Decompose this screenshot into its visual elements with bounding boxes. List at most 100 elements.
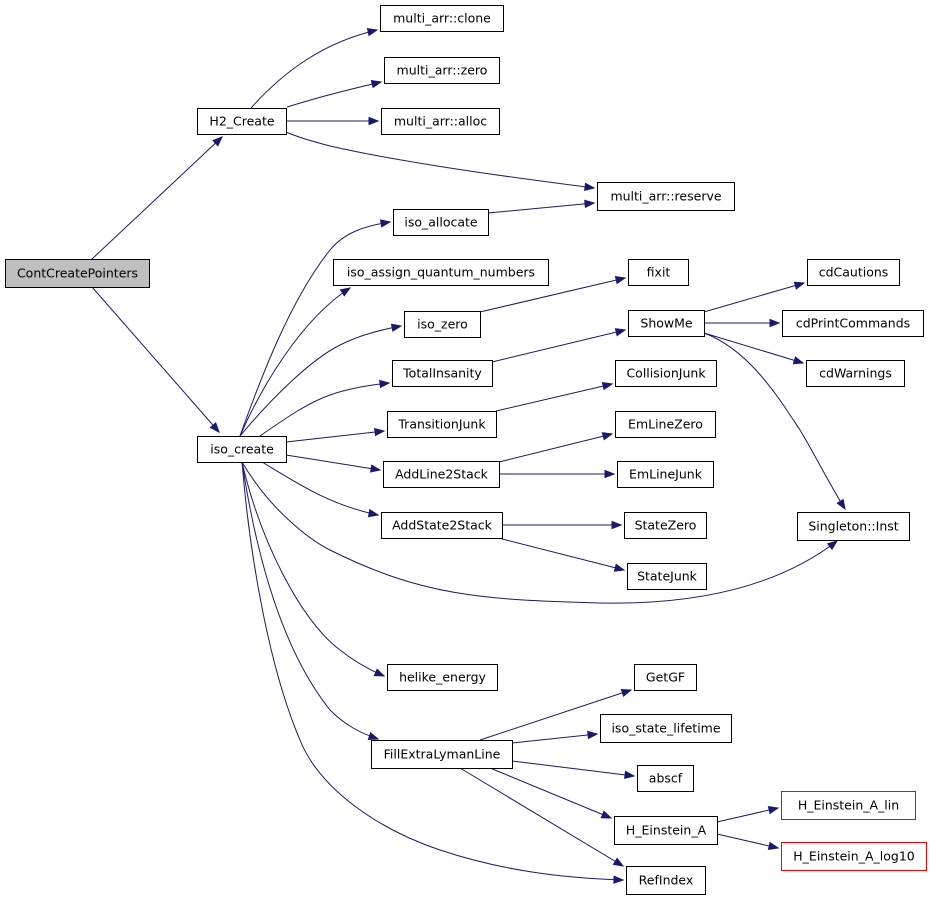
node-iso-allocate[interactable]: iso_allocate	[393, 209, 489, 236]
node-box[interactable]	[626, 866, 706, 895]
node-emlinejunk[interactable]: EmLineJunk	[617, 461, 714, 488]
edge-TotalInsanity-to-ShowMe	[491, 328, 627, 363]
node-iso-state-lifetime[interactable]: iso_state_lifetime	[600, 714, 732, 743]
edge-iso_create-to-Singleton_Inst	[241, 461, 839, 604]
edge-iso_zero-to-fixit	[479, 276, 627, 313]
node-iso-assign-quantum-numbers[interactable]: iso_assign_quantum_numbers	[333, 259, 549, 286]
node-box[interactable]	[628, 310, 705, 337]
edge-line	[91, 286, 220, 433]
edge-line	[285, 430, 385, 443]
node-multi-arr-zero[interactable]: multi_arr::zero	[384, 57, 500, 84]
node-abscf[interactable]: abscf	[637, 765, 694, 792]
node-refindex[interactable]: RefIndex	[626, 866, 706, 895]
node-box[interactable]	[597, 182, 735, 211]
edge-FillExtraLymanLine-to-iso_state_lifetime	[511, 730, 599, 744]
node-getgf[interactable]: GetGF	[634, 664, 697, 691]
node-box[interactable]	[381, 512, 503, 539]
node-box[interactable]	[627, 563, 707, 590]
node-singleton-inst[interactable]: Singleton::Inst	[797, 512, 910, 541]
node-box[interactable]	[197, 108, 287, 135]
node-multi-arr-clone[interactable]: multi_arr::clone	[380, 5, 504, 32]
node-label: iso_assign_quantum_numbers	[347, 265, 535, 280]
node-iso-create[interactable]: iso_create	[197, 436, 287, 463]
edge-line	[259, 382, 390, 437]
node-box[interactable]	[384, 57, 500, 84]
node-box[interactable]	[381, 108, 500, 135]
node-box[interactable]	[807, 259, 900, 286]
node-box[interactable]	[387, 411, 497, 438]
node-label: RefIndex	[639, 873, 694, 888]
node-iso-zero[interactable]: iso_zero	[404, 311, 481, 338]
node-addline2stack[interactable]: AddLine2Stack	[383, 461, 500, 488]
node-multi-arr-reserve[interactable]: multi_arr::reserve	[597, 182, 735, 211]
edge-iso_create-to-iso_assign_quantum_numbers	[239, 287, 352, 437]
node-label: H_Einstein_A_lin	[798, 798, 899, 813]
node-box[interactable]	[380, 5, 504, 32]
edge-AddState2Stack-to-StateZero	[502, 520, 623, 530]
node-fixit[interactable]: fixit	[628, 259, 689, 286]
node-box[interactable]	[392, 360, 493, 387]
node-contcreatepointers[interactable]: ContCreatePointers	[5, 259, 150, 288]
node-box[interactable]	[781, 842, 927, 871]
node-fillextralymanline[interactable]: FillExtraLymanLine	[371, 740, 513, 769]
edge-line	[91, 136, 223, 260]
node-h-einstein-a-log10[interactable]: H_Einstein_A_log10	[781, 842, 927, 871]
node-statezero[interactable]: StateZero	[624, 512, 707, 539]
node-cdwarnings[interactable]: cdWarnings	[806, 360, 905, 387]
node-box[interactable]	[383, 461, 500, 488]
node-box[interactable]	[197, 436, 287, 463]
node-box[interactable]	[634, 664, 697, 691]
edge-arrowhead	[601, 432, 614, 441]
node-box[interactable]	[393, 209, 489, 236]
node-box[interactable]	[637, 765, 694, 792]
node-box[interactable]	[615, 360, 717, 387]
node-label: iso_state_lifetime	[611, 721, 720, 736]
edge-arrowhead	[604, 469, 616, 479]
node-transitionjunk[interactable]: TransitionJunk	[387, 411, 497, 438]
node-box[interactable]	[5, 259, 150, 288]
node-h-einstein-a-lin[interactable]: H_Einstein_A_lin	[781, 791, 916, 820]
node-label: cdWarnings	[819, 366, 892, 381]
edge-arrowhead	[209, 422, 220, 434]
node-statejunk[interactable]: StateJunk	[627, 563, 707, 590]
node-box[interactable]	[797, 512, 910, 541]
node-label: CollisionJunk	[626, 366, 706, 381]
node-box[interactable]	[387, 664, 498, 691]
node-h2-create[interactable]: H2_Create	[197, 108, 287, 135]
node-emlinezero[interactable]: EmLineZero	[615, 411, 716, 438]
node-box[interactable]	[614, 816, 718, 845]
node-box[interactable]	[781, 791, 916, 820]
node-box[interactable]	[628, 259, 689, 286]
node-box[interactable]	[782, 310, 924, 337]
node-box[interactable]	[624, 512, 707, 539]
edge-H2_Create-to-multi_arr_zero	[286, 80, 383, 108]
node-cdcautions[interactable]: cdCautions	[807, 259, 900, 286]
node-helike-energy[interactable]: helike_energy	[387, 664, 498, 691]
node-box[interactable]	[615, 411, 716, 438]
edge-iso_create-to-AddLine2Stack	[285, 454, 382, 473]
node-label: fixit	[647, 265, 671, 280]
node-addstate2stack[interactable]: AddState2Stack	[381, 512, 503, 539]
node-cdprintcommands[interactable]: cdPrintCommands	[782, 310, 924, 337]
edge-iso_create-to-FillExtraLymanLine	[241, 461, 380, 741]
node-box[interactable]	[806, 360, 905, 387]
node-showme[interactable]: ShowMe	[628, 310, 705, 337]
node-box[interactable]	[600, 714, 732, 743]
node-box[interactable]	[333, 259, 549, 286]
edge-arrowhead	[767, 841, 780, 850]
edge-line	[489, 767, 612, 819]
edge-ContCreatePointers-to-iso_create	[91, 286, 220, 434]
edge-line	[487, 202, 595, 214]
node-collisionjunk[interactable]: CollisionJunk	[615, 360, 717, 387]
node-box[interactable]	[617, 461, 714, 488]
node-label: helike_energy	[399, 670, 486, 685]
node-box[interactable]	[404, 311, 481, 338]
node-multi-arr-alloc[interactable]: multi_arr::alloc	[381, 108, 500, 135]
node-label: abscf	[649, 771, 683, 786]
node-h-einstein-a[interactable]: H_Einstein_A	[614, 816, 718, 845]
edge-line	[241, 461, 385, 677]
edge-arrowhead	[611, 520, 623, 530]
node-totalinsanity[interactable]: TotalInsanity	[392, 360, 493, 387]
edge-ShowMe-to-Singleton_Inst	[703, 332, 846, 511]
node-box[interactable]	[371, 740, 513, 769]
